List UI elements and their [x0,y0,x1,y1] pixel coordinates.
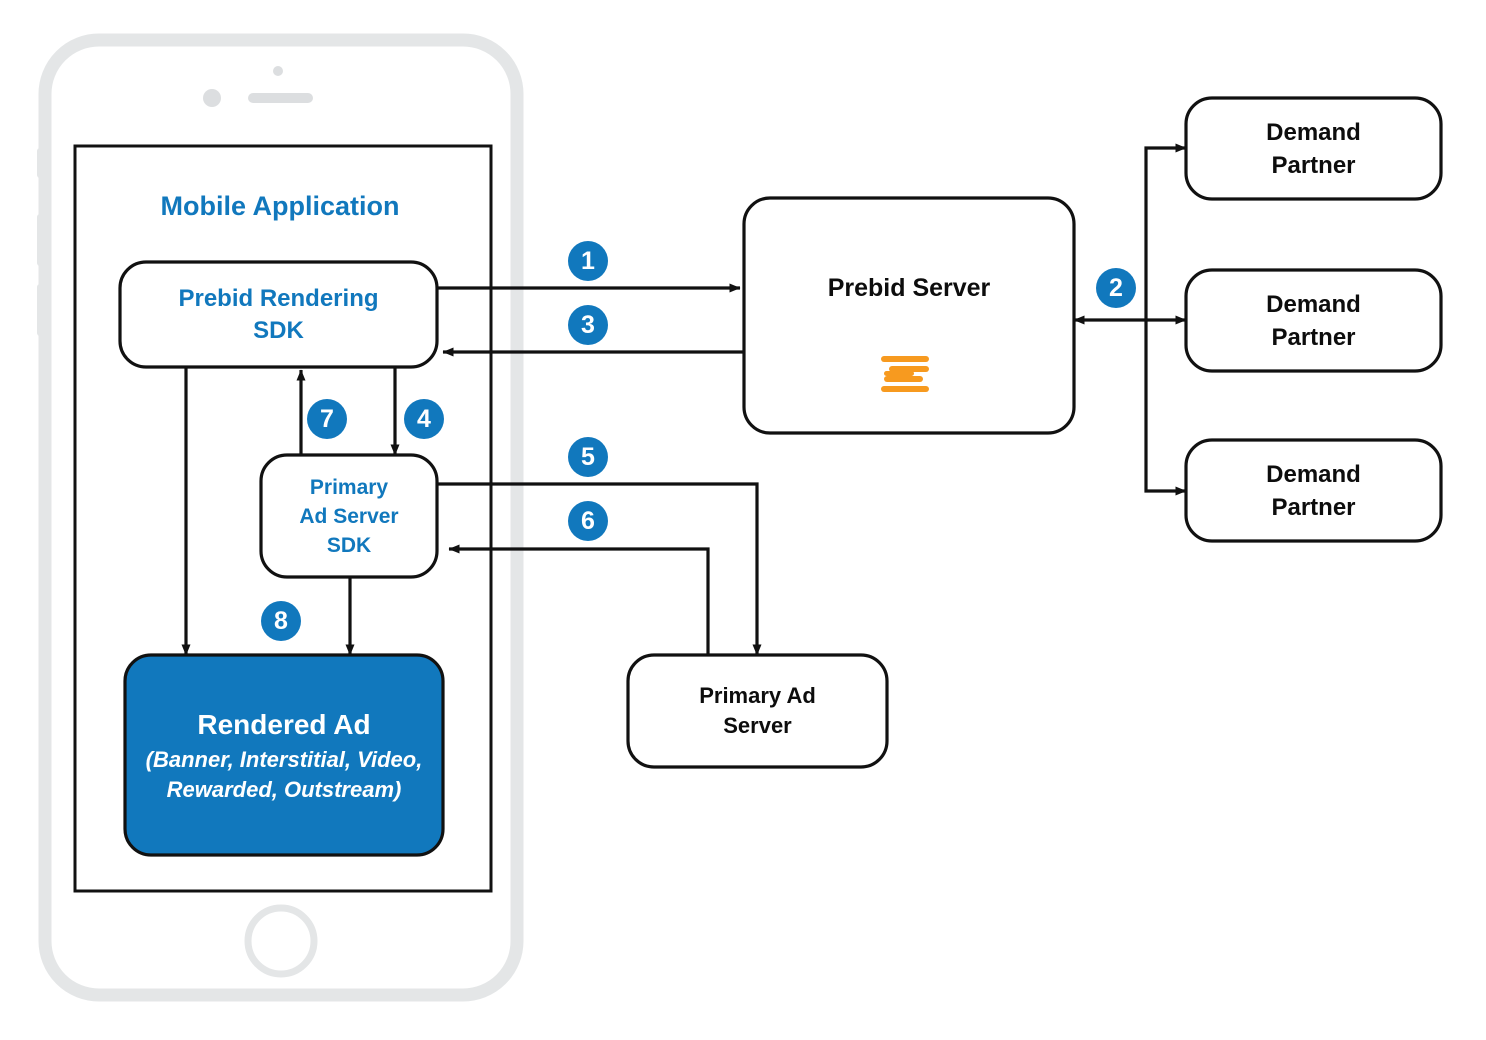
primary-ad-server-box[interactable] [626,653,889,769]
connector-step-6 [448,544,710,655]
step-badge-8: 8 [261,601,301,641]
step-badge-2: 2 [1096,268,1136,308]
demand-partner-box-2[interactable] [1184,268,1443,373]
home-button [244,904,318,978]
phone-side-button-mute [37,148,44,178]
step-badge-6: 6 [568,501,608,541]
demand-partner-box-3[interactable] [1184,438,1443,543]
connector-demand-partner-3 [1144,320,1187,496]
prebid-rendering-sdk-box[interactable] [118,260,439,369]
step-badge-7: 7 [307,399,347,439]
primary-ad-server-sdk-box[interactable] [259,453,439,579]
step-badge-5: 5 [568,437,608,477]
phone-side-button-volume-up [37,214,44,266]
connector-step-5 [437,482,762,656]
speaker-slot [248,93,313,103]
front-camera-icon [203,89,221,107]
rendered-ad-box[interactable] [123,653,445,857]
connector-lines [181,143,1187,656]
camera-dot [273,66,283,76]
connector-demand-partner-1 [1144,143,1187,320]
step-badge-4: 4 [404,399,444,439]
demand-partner-box-1[interactable] [1184,96,1443,201]
prebid-server-box[interactable] [742,196,1076,435]
prebid-logo-icon [881,356,929,392]
step-badge-3: 3 [568,305,608,345]
phone-side-button-volume-down [37,284,44,336]
step-badge-1: 1 [568,241,608,281]
